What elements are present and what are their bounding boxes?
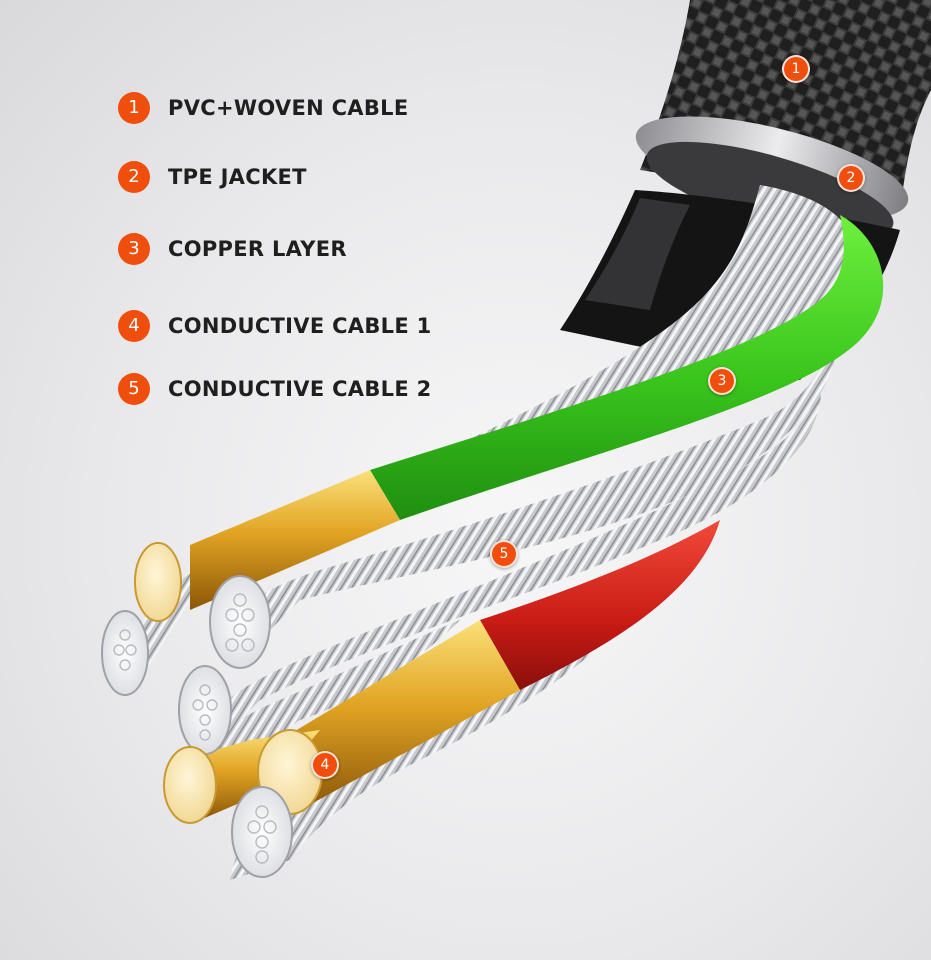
legend-item-tpe-jacket: 2 TPE JACKET bbox=[118, 160, 307, 194]
strand-end-faces bbox=[101, 542, 323, 878]
legend-item-copper-layer: 3 COPPER LAYER bbox=[118, 232, 347, 266]
copper-face-bottom-left bbox=[163, 746, 217, 824]
legend-label: COPPER LAYER bbox=[168, 237, 347, 261]
legend-item-conductive-2: 5 CONDUCTIVE CABLE 2 bbox=[118, 372, 432, 406]
callout-red-wire: 4 bbox=[311, 751, 339, 779]
red-wire bbox=[280, 520, 720, 810]
legend-number-badge: 5 bbox=[118, 373, 150, 405]
strand-face-4 bbox=[231, 786, 293, 878]
callout-green-wire: 3 bbox=[708, 367, 736, 395]
strand-dot-texture bbox=[113, 593, 277, 864]
strand-face-1 bbox=[209, 575, 271, 669]
legend-label: TPE JACKET bbox=[168, 165, 307, 189]
legend-number-badge: 2 bbox=[118, 161, 150, 193]
legend-item-pvc-woven: 1 PVC+WOVEN CABLE bbox=[118, 91, 408, 125]
legend-number-badge: 3 bbox=[118, 233, 150, 265]
legend-label: CONDUCTIVE CABLE 1 bbox=[168, 314, 432, 338]
callout-jacket: 2 bbox=[837, 164, 865, 192]
copper-face-top bbox=[134, 542, 182, 622]
green-wire bbox=[190, 215, 884, 610]
legend-label: PVC+WOVEN CABLE bbox=[168, 96, 409, 120]
legend-number-badge: 4 bbox=[118, 310, 150, 342]
legend-number-badge: 1 bbox=[118, 92, 150, 124]
strand-face-2 bbox=[101, 610, 149, 696]
strand-face-3 bbox=[178, 665, 232, 755]
callout-silver-braid: 5 bbox=[490, 540, 518, 568]
legend-item-conductive-1: 4 CONDUCTIVE CABLE 1 bbox=[118, 309, 432, 343]
callout-woven: 1 bbox=[782, 55, 810, 83]
legend-label: CONDUCTIVE CABLE 2 bbox=[168, 377, 432, 401]
